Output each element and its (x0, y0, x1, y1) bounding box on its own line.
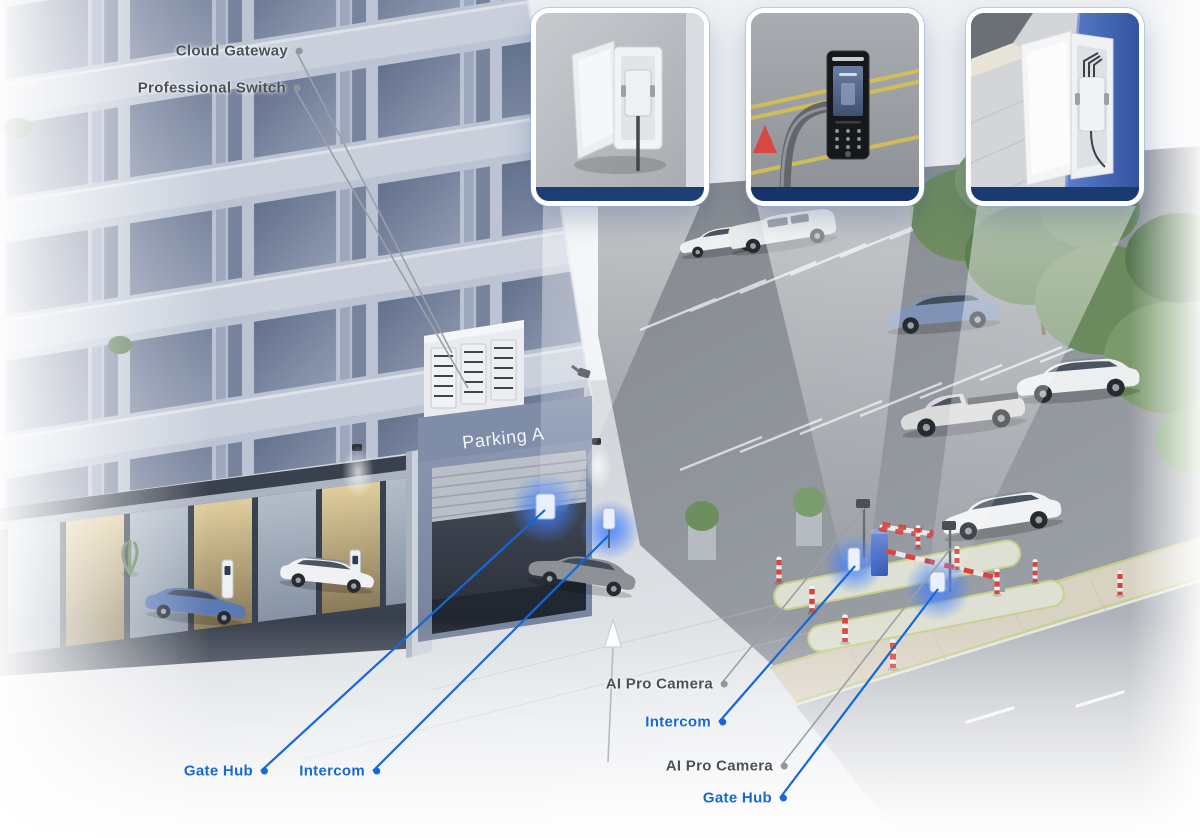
label-professional-switch: Professional Switch (138, 80, 301, 97)
label-intercom-entry: Intercom (645, 714, 726, 731)
leader-dot (373, 767, 380, 775)
label-gate-hub-garage: Gate Hub (184, 763, 268, 780)
leader-dot (721, 680, 728, 688)
intercom-unit (826, 50, 870, 160)
callout-beams (540, 206, 1136, 592)
leader-dot (780, 794, 787, 802)
label-ai-pro-camera-entry: AI Pro Camera (606, 676, 728, 693)
callout-intercom-closeup (746, 8, 924, 206)
label-cloud-gateway-text: Cloud Gateway (175, 42, 288, 60)
gate-hub-unit (1078, 76, 1106, 132)
label-gate-hub-exit: Gate Hub (703, 790, 787, 807)
label-gate-hub-exit-text: Gate Hub (702, 789, 772, 807)
label-ai-pro-camera-entry-text: AI Pro Camera (605, 675, 713, 693)
traffic-cone (753, 125, 777, 153)
callout-gate-hub-pillar-enclosure (966, 8, 1144, 206)
label-ai-pro-camera-exit-text: AI Pro Camera (665, 757, 773, 775)
label-intercom-entry-text: Intercom (645, 713, 711, 731)
fade-bottom (0, 620, 1200, 838)
leader-dot (296, 47, 303, 55)
callout-gate-hub-wall-enclosure (531, 8, 709, 206)
label-intercom-garage-text: Intercom (299, 762, 365, 780)
label-ai-pro-camera-exit: AI Pro Camera (666, 758, 788, 775)
label-gate-hub-garage-text: Gate Hub (183, 762, 253, 780)
label-cloud-gateway: Cloud Gateway (176, 43, 303, 60)
label-professional-switch-text: Professional Switch (137, 79, 286, 97)
leader-dot (719, 718, 726, 726)
gate-hub-unit (624, 69, 652, 117)
label-intercom-garage: Intercom (299, 763, 380, 780)
leader-dot (294, 84, 301, 92)
leader-dot (781, 762, 788, 770)
intercom-garage-device (602, 507, 616, 530)
leader-dot (261, 767, 268, 775)
